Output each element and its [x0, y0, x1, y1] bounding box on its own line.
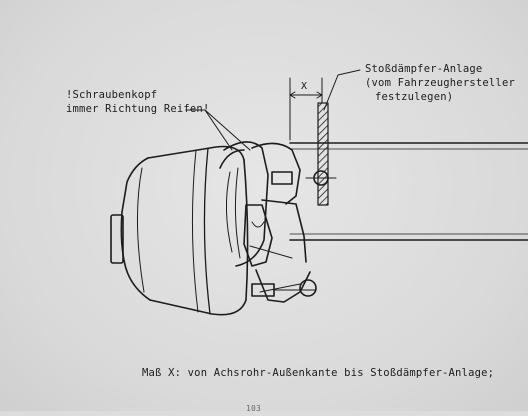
leader-lines — [185, 69, 361, 151]
shock-absorber-plate — [317, 102, 329, 206]
bolt-upper — [271, 170, 337, 186]
shock-absorber-note-line1: Stoßdämpfer-Anlage — [365, 63, 483, 75]
shock-absorber-note-line2: (vom Fahrzeughersteller — [365, 77, 515, 89]
screw-head-note-line1: !Schraubenkopf — [66, 89, 158, 101]
shock-absorber-note-line3: festzulegen) — [375, 91, 454, 103]
screw-head-note: !Schraubenkopf immer Richtung Reifen! — [66, 88, 209, 116]
clamp-ring — [219, 141, 269, 267]
figure-caption: Maß X: von Achsrohr-Außenkante bis Stoßd… — [142, 367, 495, 379]
page-number: 103 — [246, 404, 262, 413]
dimension-x-label: X — [301, 81, 308, 92]
brake-chamber-body — [110, 145, 249, 316]
bolt-lower — [251, 279, 317, 297]
mounting-bracket — [243, 142, 311, 303]
axle-tube — [289, 142, 528, 241]
dimension-x-lines — [289, 77, 323, 141]
shock-absorber-note: Stoßdämpfer-Anlage (vom Fahrzeugherstelle… — [365, 62, 515, 104]
screw-head-note-line2: immer Richtung Reifen! — [66, 103, 210, 115]
